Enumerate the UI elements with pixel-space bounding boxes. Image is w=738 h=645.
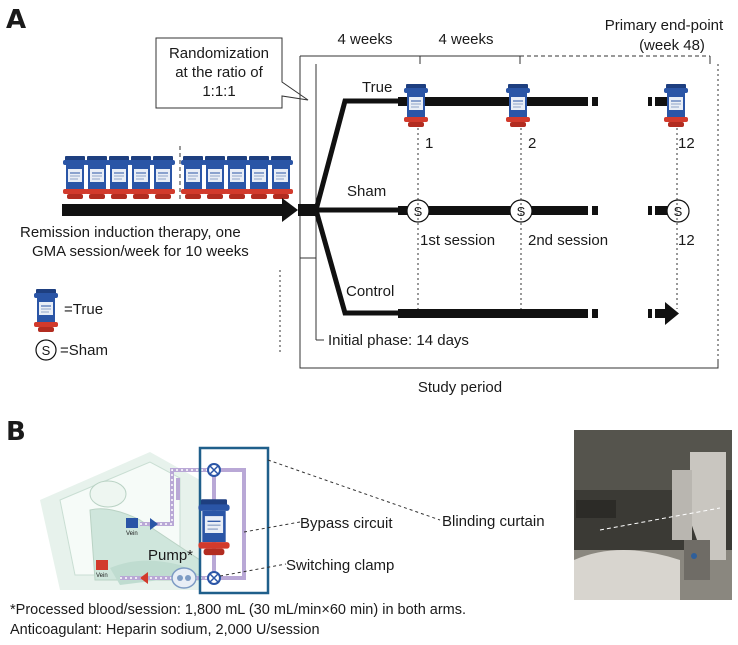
randomization-boundary xyxy=(299,64,317,259)
switching-clamp-label: Switching clamp xyxy=(286,557,394,574)
legend-true-column xyxy=(33,288,59,333)
svg-text:S: S xyxy=(42,343,51,358)
induction-line-2: GMA session/week for 10 weeks xyxy=(32,243,249,260)
bedside-photo xyxy=(574,430,732,600)
induction-line-1: Remission induction therapy, one xyxy=(20,224,241,241)
footnote-processed-blood: *Processed blood/session: 1,800 mL (30 m… xyxy=(10,602,466,618)
flow-arrow-red xyxy=(140,572,148,584)
legend-true-label: =True xyxy=(64,301,103,318)
flow-arrow-blue xyxy=(150,518,158,530)
induction-columns xyxy=(62,155,294,200)
sham-arm-line xyxy=(398,206,679,215)
vein-label-left: Vein xyxy=(96,573,108,579)
sham-marker-12: S xyxy=(666,199,690,223)
svg-text:S: S xyxy=(414,204,423,219)
control-arm-line xyxy=(398,302,679,325)
leader-lines xyxy=(219,459,441,577)
legend-sham-symbol: S xyxy=(35,339,57,361)
clamp-top-icon xyxy=(207,463,221,477)
true-session-1: 1 xyxy=(425,135,433,152)
footnote-anticoagulant: Anticoagulant: Heparin sodium, 2,000 U/s… xyxy=(10,622,320,638)
weeks-first-label: 4 weeks xyxy=(337,31,392,48)
pump-label: Pump* xyxy=(148,547,193,564)
study-period-label: Study period xyxy=(418,379,502,396)
sham-session-12: 12 xyxy=(678,232,695,249)
primary-end-point-line-1: Primary end-point xyxy=(605,17,724,34)
blinding-curtain-label: Blinding curtain xyxy=(442,513,545,530)
true-arm-line xyxy=(398,97,679,106)
initial-phase-bracket xyxy=(315,258,324,341)
svg-text:S: S xyxy=(674,204,683,219)
randomization-callout: Randomization at the ratio of 1:1:1 xyxy=(155,37,309,109)
sham-session-1: 1st session xyxy=(420,232,495,249)
randomization-line-3: 1:1:1 xyxy=(202,83,235,100)
sham-session-2: 2nd session xyxy=(528,232,608,249)
true-session-12: 12 xyxy=(678,135,695,152)
arm-branches xyxy=(313,98,400,316)
bypass-circuit-label: Bypass circuit xyxy=(300,515,393,532)
initial-phase-label: Initial phase: 14 days xyxy=(328,332,469,349)
randomization-line-1: Randomization xyxy=(169,45,269,62)
vein-label-right: Vein xyxy=(126,531,138,537)
session-guides xyxy=(279,64,719,368)
panel-a-letter: A xyxy=(6,5,26,35)
patient-illustration xyxy=(40,452,201,590)
primary-end-point-line-2: (week 48) xyxy=(639,37,705,54)
adsorption-column xyxy=(197,498,231,556)
arm-control-label: Control xyxy=(346,283,394,300)
blinding-frame xyxy=(198,446,270,595)
true-column-1 xyxy=(403,83,429,128)
arm-sham-label: Sham xyxy=(347,183,386,200)
study-period-bracket xyxy=(299,258,719,369)
true-session-2: 2 xyxy=(528,135,536,152)
pump-icon xyxy=(171,567,197,589)
weeks-second-label: 4 weeks xyxy=(438,31,493,48)
svg-text:S: S xyxy=(517,204,526,219)
randomization-line-2: at the ratio of xyxy=(175,64,263,81)
legend-sham-label: =Sham xyxy=(60,342,108,359)
arm-true-label: True xyxy=(362,79,392,96)
true-column-2 xyxy=(505,83,531,128)
clamp-bottom-icon xyxy=(207,571,221,585)
induction-arrow xyxy=(62,198,318,222)
panel-b-letter: B xyxy=(6,417,26,447)
period-brackets-top xyxy=(299,55,711,64)
true-column-12 xyxy=(663,83,689,128)
